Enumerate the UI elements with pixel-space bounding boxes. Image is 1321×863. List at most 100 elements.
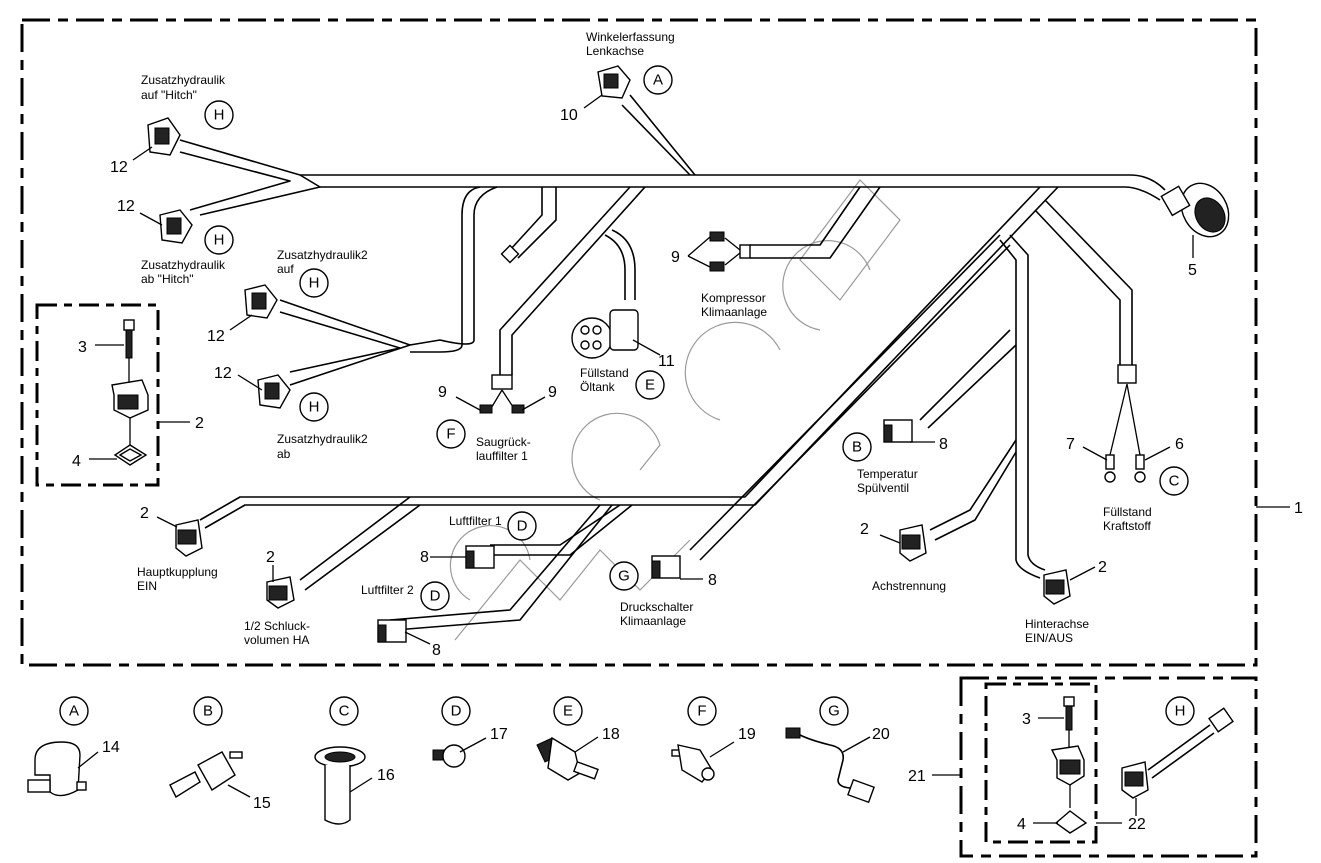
group-marker-label: C (1169, 473, 1180, 490)
valve-plug-inner-frame (984, 682, 1098, 844)
label-luftfilter-1: Luftfilter 1 (449, 514, 502, 528)
label-line: Spülventil (857, 481, 909, 495)
label-line: Kraftstoff (1103, 519, 1151, 533)
label-zh-auf-hitch: Zusatzhydraulik (141, 73, 226, 87)
group-marker-label: D (430, 588, 441, 605)
label-luftfilter-2: Luftfilter 2 (361, 583, 414, 597)
harness-assembly-frame (20, 18, 1258, 667)
label-line: auf "Hitch" (141, 88, 197, 102)
group-marker-label: F (446, 426, 455, 443)
label-fuellstand-oeltank: Füllstand (580, 366, 629, 380)
callout-number: 9 (671, 249, 680, 266)
label-temperatur: Temperatur (857, 467, 918, 481)
component-labels: Winkelerfassung Lenkachse Zusatzhydrauli… (137, 30, 1152, 647)
label-schluckvolumen: 1/2 Schluck- (244, 619, 310, 633)
temperature-sensor-icon (169, 751, 243, 799)
label-line: Klimaanlage (701, 305, 767, 319)
callout-number: 19 (738, 726, 756, 743)
callout-number: 2 (266, 549, 275, 566)
callout-number: 17 (490, 726, 508, 743)
detail-parts-row: A 14 B 15 C 16 D 17 E (27, 676, 1258, 858)
group-marker-label: A (653, 72, 663, 89)
label-hinterachse: Hinterachse (1025, 617, 1089, 631)
label-line: volumen HA (244, 633, 309, 647)
group-marker-label: H (309, 399, 320, 416)
label-zh2-ab: Zusatzhydraulik2 (277, 432, 368, 446)
group-marker-label: B (203, 703, 213, 720)
callout-number: 21 (908, 768, 926, 785)
label-line: EIN/AUS (1025, 631, 1073, 645)
callout-number: 9 (548, 384, 557, 401)
callout-number: 4 (1017, 816, 1026, 833)
group-marker-label: C (339, 703, 350, 720)
callout-number: 12 (110, 159, 128, 176)
label-saugrueck: Saugrück- (476, 435, 531, 449)
group-marker-label: G (828, 703, 840, 720)
callout-number: 9 (438, 384, 447, 401)
pressure-switch-icon (671, 744, 715, 783)
angle-sensor-icon (27, 741, 87, 797)
callout-number: 18 (602, 726, 620, 743)
group-marker-label: H (214, 232, 225, 249)
callout-numbers: 12 12 12 12 10 5 11 9 9 9 8 7 6 2 2 2 2 … (110, 94, 1197, 659)
callout-number: 10 (560, 107, 578, 124)
group-marker-label: F (697, 703, 706, 720)
callout-number: 15 (253, 795, 271, 812)
label-line: ab (277, 447, 291, 461)
callout-number: 8 (420, 549, 429, 566)
callout-number: 7 (1066, 436, 1075, 453)
air-filter-switch-icon (432, 744, 466, 768)
group-marker-label: E (563, 703, 573, 720)
label-achstrennung: Achstrennung (872, 579, 946, 593)
group-marker-label: D (451, 703, 462, 720)
connectors (147, 65, 1230, 643)
callout-3: 3 (78, 339, 87, 356)
label-zh2-auf: Zusatzhydraulik2 (277, 248, 368, 262)
group-marker-label: B (852, 439, 862, 456)
group-marker-label: E (645, 377, 655, 394)
callout-number: 8 (708, 572, 717, 589)
callout-4: 4 (72, 453, 81, 470)
callout-number: 2 (860, 521, 869, 538)
label-hauptkupplung: Hauptkupplung (137, 565, 218, 579)
valve-plug-cable-icon (1121, 707, 1234, 799)
fuel-level-sender-icon (314, 746, 366, 825)
group-marker-label: H (1175, 703, 1186, 720)
callout-number: 5 (1188, 262, 1197, 279)
callout-number: 14 (102, 739, 120, 756)
harness-trunk (179, 94, 1166, 631)
label-zh-ab-hitch: Zusatzhydraulik (141, 258, 226, 272)
valve-plug-exploded (111, 319, 149, 466)
label-fuellstand-kraftstoff: Füllstand (1103, 505, 1152, 519)
callout-number: 3 (1022, 711, 1031, 728)
label-kompressor: Kompressor (701, 291, 766, 305)
callout-number: 6 (1175, 436, 1184, 453)
callout-number: 8 (939, 436, 948, 453)
callout-number: 2 (140, 505, 149, 522)
label-line: Öltank (580, 380, 616, 394)
callout-number: 20 (872, 726, 890, 743)
callout-number: 12 (117, 198, 135, 215)
group-marker-label: D (517, 518, 528, 535)
valve-plug-kit-exploded (1050, 696, 1088, 834)
callout-number: 2 (1098, 559, 1107, 576)
label-line: ab "Hitch" (141, 272, 194, 286)
group-marker-label: A (69, 703, 79, 720)
watermark (449, 179, 901, 641)
label-winkelerfassung: Winkelerfassung (586, 30, 675, 44)
callout-number: 12 (207, 328, 225, 345)
group-marker-label: H (214, 107, 225, 124)
label-line: auf (277, 262, 294, 276)
label-line: Klimaanlage (620, 614, 686, 628)
group-markers-main: H H H H A E F B C D D G (204, 65, 1189, 611)
callout-number: 12 (214, 365, 232, 382)
valve-plug-cable-kit-frame (959, 676, 1258, 858)
label-line: Lenkachse (586, 44, 644, 58)
label-druckschalter: Druckschalter (620, 600, 693, 614)
pressure-switch-cable-icon (785, 727, 875, 804)
callout-number: 11 (658, 353, 675, 370)
oil-level-sensor-icon (536, 736, 599, 781)
group-marker-label: G (618, 568, 630, 585)
label-line: EIN (137, 579, 157, 593)
